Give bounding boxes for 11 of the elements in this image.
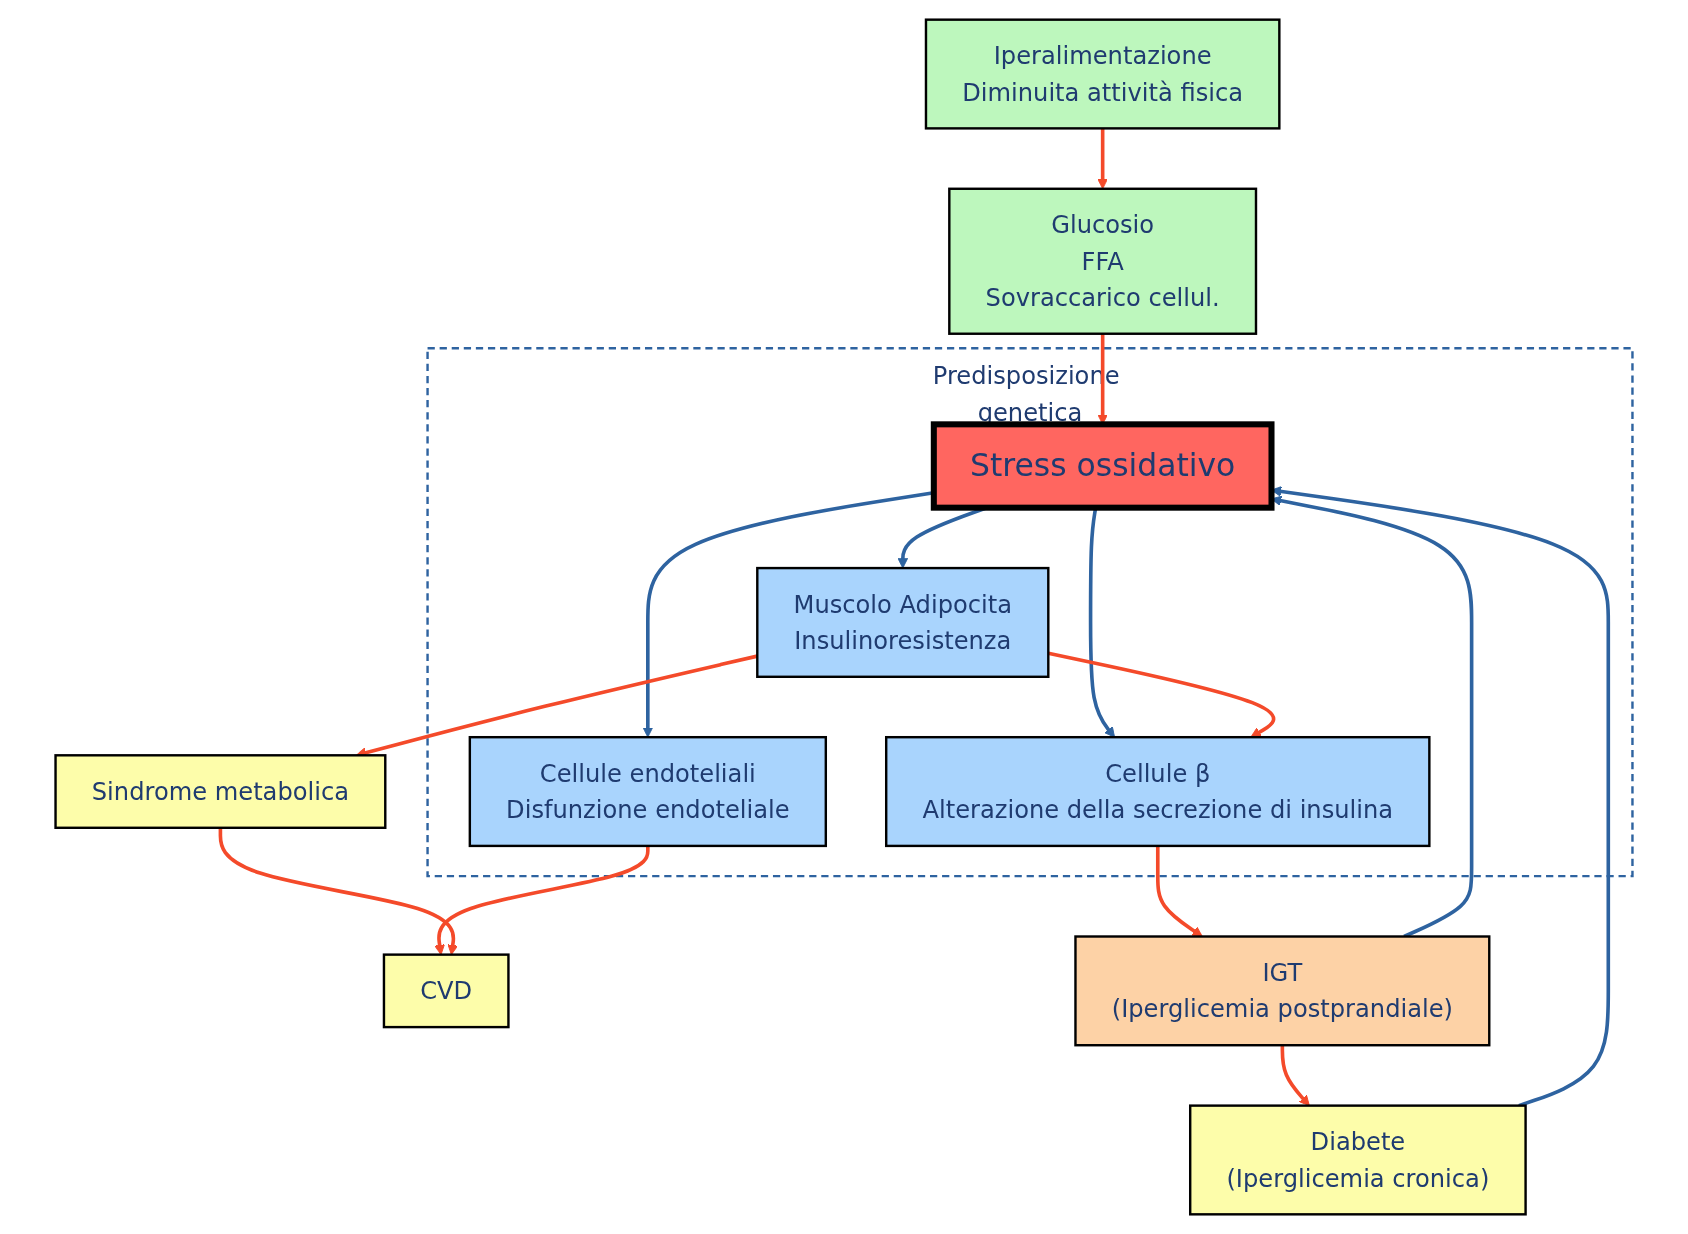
node-box: Diabete (Iperglicemia cronica) bbox=[1189, 1104, 1527, 1216]
node-box: Cellule endoteliali Disfunzione endoteliale bbox=[468, 736, 827, 848]
arrow bbox=[1155, 845, 1203, 937]
node-box: IGT (Iperglicemia postprandiale) bbox=[1074, 935, 1491, 1047]
node-box: Iperalimentazione Diminuita attività fisica bbox=[924, 18, 1281, 130]
node-box: Sindrome metabolica bbox=[54, 754, 387, 829]
node-box: CVD bbox=[382, 953, 510, 1029]
node-box: Muscolo Adipocita Insulinoresistenza bbox=[756, 566, 1050, 678]
node-box: Stress ossidativo bbox=[930, 421, 1275, 511]
node-box: Glucosio FFA Sovraccarico cellul. bbox=[948, 187, 1258, 335]
node-box: Cellule β Alterazione della secrezione di insulina bbox=[885, 736, 1431, 848]
